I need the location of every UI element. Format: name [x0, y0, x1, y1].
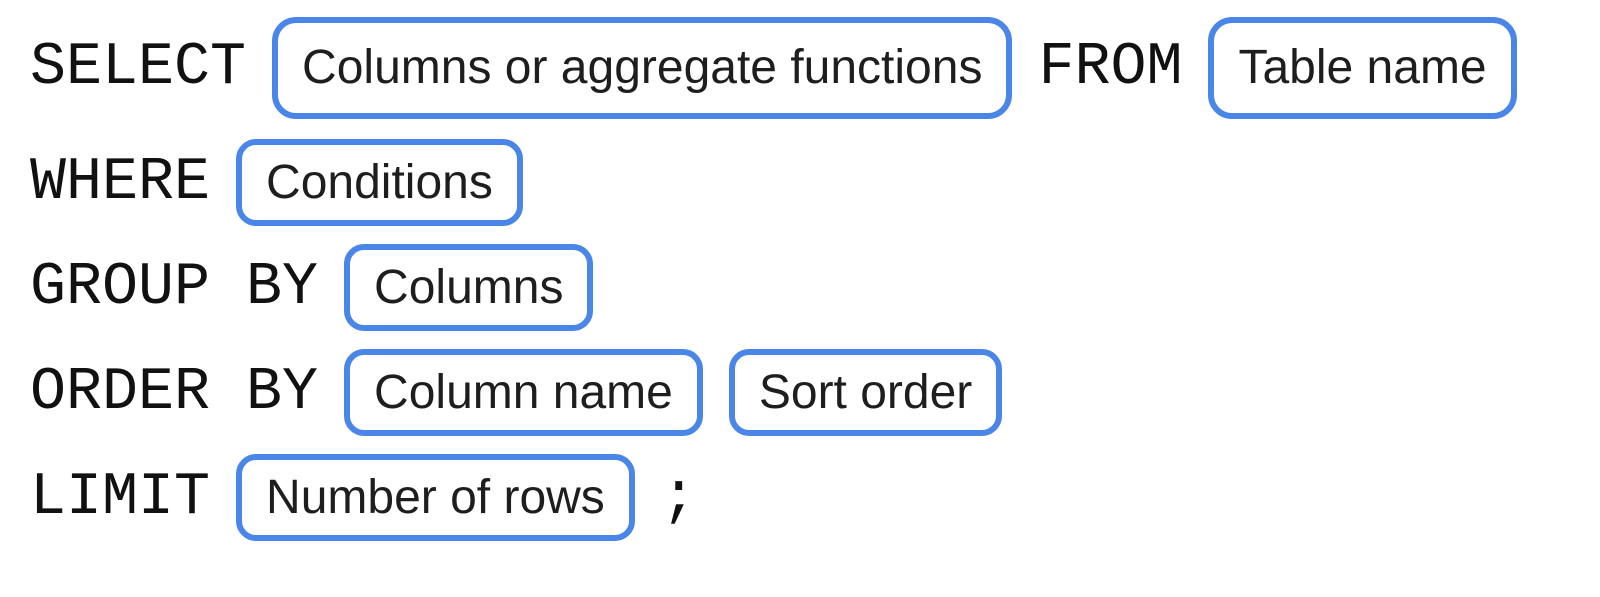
- syntax-row-limit: LIMIT Number of rows ;: [30, 445, 1600, 550]
- sql-keyword-where: WHERE: [30, 148, 211, 217]
- placeholder-conditions: Conditions: [236, 138, 523, 227]
- syntax-row-order-by: ORDER BY Column name Sort order: [30, 340, 1600, 445]
- semicolon-terminator: ;: [660, 463, 697, 532]
- sql-keyword-from: FROM: [1038, 34, 1183, 102]
- sql-keyword-group-by: GROUP BY: [30, 253, 319, 322]
- syntax-row-group-by: GROUP BY Columns: [30, 235, 1600, 340]
- placeholder-table-name: Table name: [1208, 17, 1517, 119]
- sql-keyword-limit: LIMIT: [30, 463, 211, 532]
- sql-keyword-select: SELECT: [30, 34, 247, 102]
- syntax-row-select-from: SELECT Columns or aggregate functions FR…: [30, 6, 1600, 130]
- sql-keyword-order-by: ORDER BY: [30, 358, 319, 427]
- placeholder-sort-order: Sort order: [728, 348, 1003, 437]
- sql-syntax-diagram: SELECT Columns or aggregate functions FR…: [30, 6, 1600, 550]
- placeholder-columns-or-aggregate-functions: Columns or aggregate functions: [272, 17, 1013, 119]
- placeholder-columns: Columns: [344, 243, 594, 332]
- placeholder-number-of-rows: Number of rows: [236, 453, 635, 542]
- placeholder-column-name: Column name: [344, 348, 703, 437]
- syntax-row-where: WHERE Conditions: [30, 130, 1600, 235]
